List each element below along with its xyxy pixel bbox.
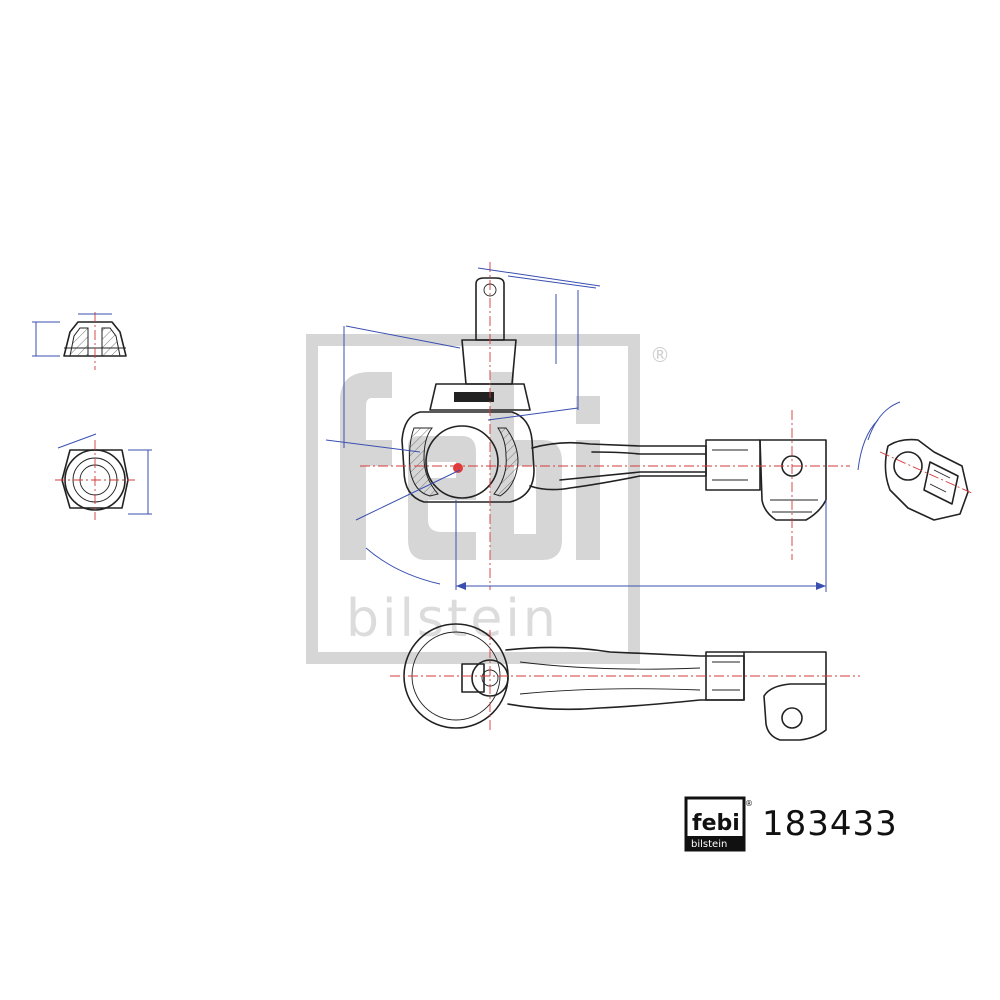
nut-side-view — [32, 312, 127, 370]
tie-rod-front-view — [325, 262, 850, 592]
watermark-subtext: bilstein — [346, 589, 559, 649]
brand-logo: febi bilstein ® — [684, 796, 754, 857]
nut-top-view — [55, 433, 152, 520]
watermark-registered-mark: ® — [650, 343, 670, 367]
clamp-side-view — [857, 401, 975, 521]
tie-rod-top-view — [390, 623, 860, 741]
watermark-logo: bilstein ® — [306, 334, 670, 664]
brand-logo-text: febi — [692, 811, 740, 836]
brand-logo-registered: ® — [745, 799, 753, 808]
part-number: 183433 — [762, 804, 898, 844]
brand-logo-subtext: bilstein — [691, 839, 727, 850]
